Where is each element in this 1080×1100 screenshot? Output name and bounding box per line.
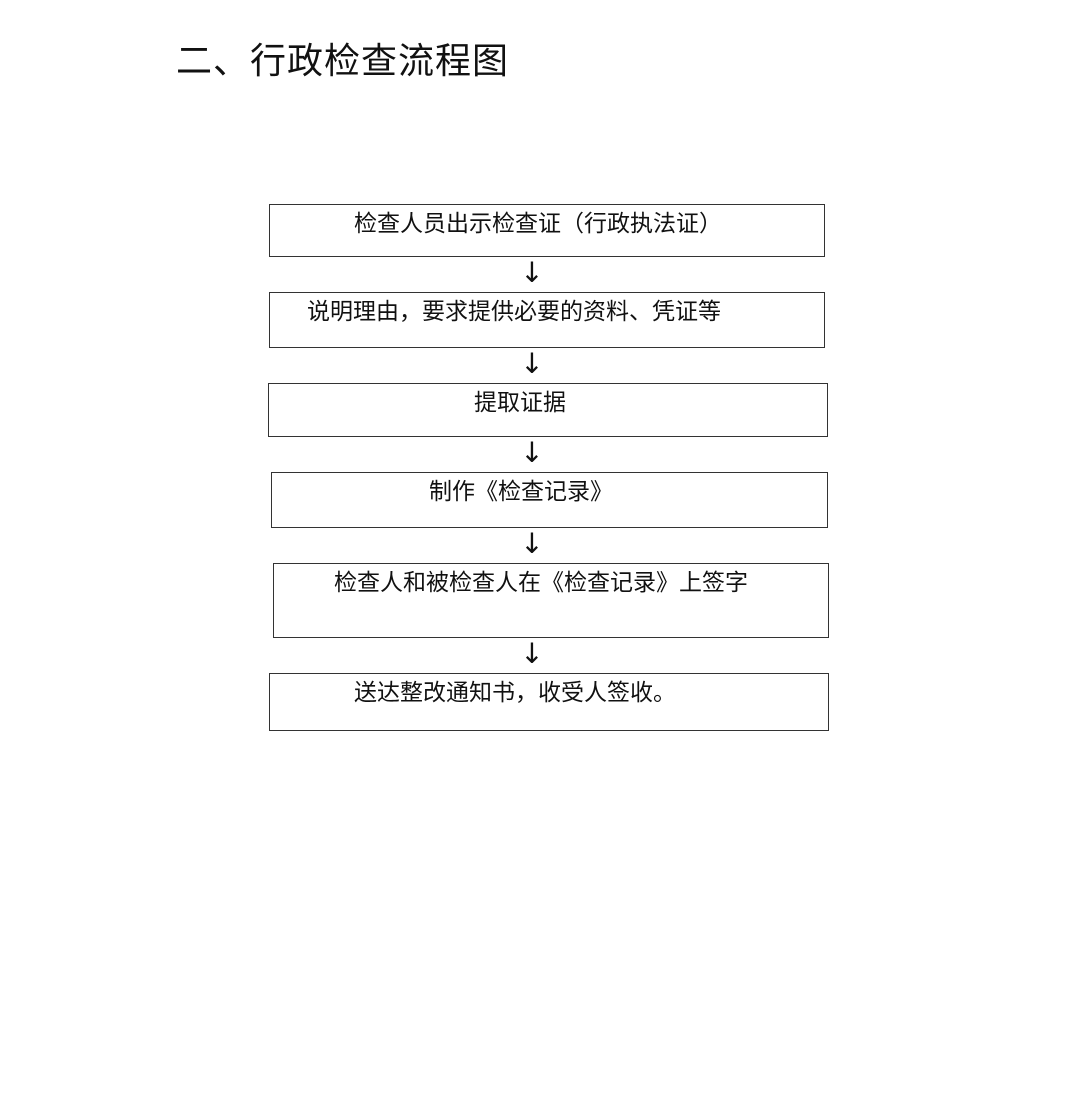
flow-step-collect-evidence: 提取证据	[268, 383, 828, 437]
flow-step-label: 说明理由，要求提供必要的资料、凭证等	[307, 299, 721, 325]
flow-step-make-record: 制作《检查记录》	[271, 472, 828, 528]
flow-step-label: 检查人员出示检查证（行政执法证）	[354, 211, 722, 237]
flow-arrow-down-icon: ↓	[520, 436, 544, 469]
page-title: 二、行政检查流程图	[176, 41, 510, 82]
flow-step-label: 制作《检查记录》	[429, 479, 613, 505]
flow-step-label: 送达整改通知书，收受人签收。	[354, 680, 676, 706]
flow-step-sign-record: 检查人和被检查人在《检查记录》上签字	[273, 563, 829, 638]
flow-arrow-down-icon: ↓	[520, 256, 544, 289]
flow-step-deliver-notice: 送达整改通知书，收受人签收。	[269, 673, 829, 731]
flow-arrow-down-icon: ↓	[520, 637, 544, 670]
flow-arrow-down-icon: ↓	[520, 347, 544, 380]
flow-step-explain-reasons: 说明理由，要求提供必要的资料、凭证等	[269, 292, 825, 348]
flow-step-label: 检查人和被检查人在《检查记录》上签字	[334, 570, 748, 596]
flow-arrow-down-icon: ↓	[520, 527, 544, 560]
flow-step-show-credentials: 检查人员出示检查证（行政执法证）	[269, 204, 825, 257]
flow-step-label: 提取证据	[474, 390, 566, 416]
